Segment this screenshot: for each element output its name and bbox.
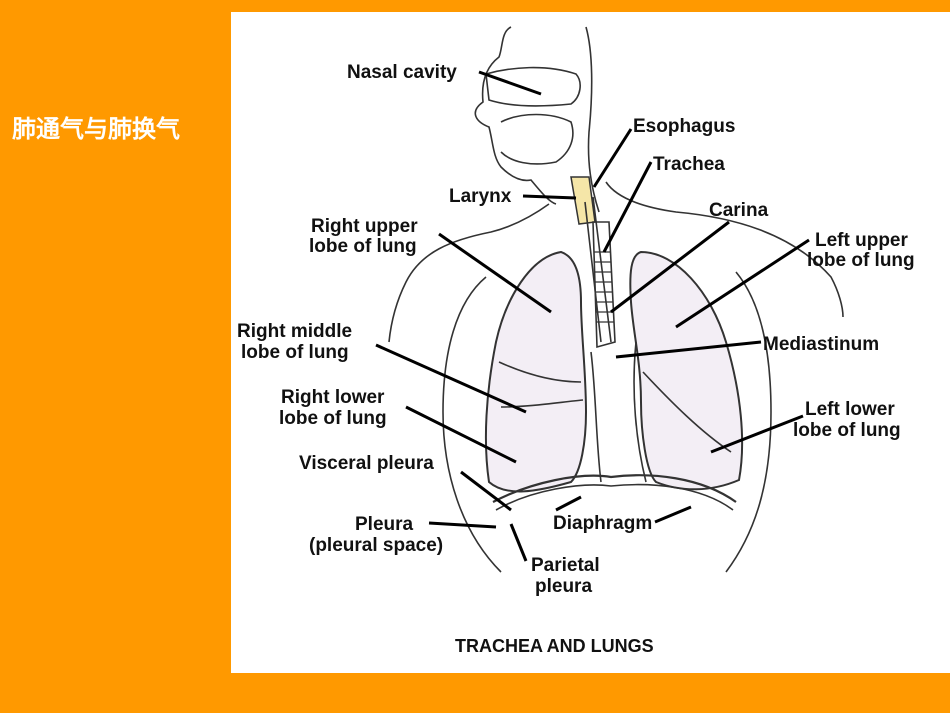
neck-left-outline bbox=[388, 203, 550, 343]
label-right-upper-line1: Right upper bbox=[311, 216, 418, 237]
mouth-shape bbox=[500, 113, 574, 165]
label-left-upper-line1: Left upper bbox=[815, 230, 908, 251]
label-larynx: Larynx bbox=[449, 186, 512, 207]
left-lung-fissure bbox=[642, 371, 732, 453]
label-nasal-cavity: Nasal cavity bbox=[347, 62, 457, 83]
neck-right-outline bbox=[605, 181, 844, 318]
leader-lines bbox=[375, 70, 810, 562]
right-lung-fissure-upper bbox=[498, 361, 582, 383]
diaphragm-shape bbox=[492, 474, 737, 503]
trachea-shape bbox=[592, 221, 616, 349]
right-lung-fissure-lower bbox=[500, 399, 584, 408]
label-right-middle-line1: Right middle bbox=[237, 321, 352, 342]
esophagus-shape bbox=[584, 196, 612, 343]
back-of-head bbox=[585, 26, 600, 213]
label-left-lower-line1: Left lower bbox=[805, 399, 895, 420]
label-visceral-pleura: Visceral pleura bbox=[299, 453, 434, 474]
mediastinum-shape bbox=[590, 341, 647, 483]
label-pleura-line1: Pleura bbox=[355, 514, 414, 535]
head-outline bbox=[474, 26, 557, 205]
anatomy-figure: Nasal cavity Esophagus Trachea Larynx Ca… bbox=[231, 12, 950, 673]
label-carina: Carina bbox=[709, 200, 769, 221]
ribcage-outline bbox=[442, 271, 772, 573]
label-right-upper-line2: lobe of lung bbox=[309, 236, 417, 257]
label-parietal-line1: Parietal bbox=[531, 555, 600, 576]
label-diaphragm: Diaphragm bbox=[553, 513, 652, 534]
label-left-upper-line2: lobe of lung bbox=[807, 250, 915, 271]
nasal-cavity-shape bbox=[485, 66, 581, 107]
label-esophagus: Esophagus bbox=[633, 116, 735, 137]
diagram-caption: TRACHEA AND LUNGS bbox=[455, 636, 654, 656]
slide-title: 肺通气与肺换气 bbox=[12, 115, 180, 143]
label-right-lower-line2: lobe of lung bbox=[279, 408, 387, 429]
label-mediastinum: Mediastinum bbox=[763, 334, 879, 355]
label-parietal-line2: pleura bbox=[535, 576, 592, 597]
trachea-lungs-diagram: Nasal cavity Esophagus Trachea Larynx Ca… bbox=[237, 26, 915, 656]
right-lung bbox=[484, 250, 588, 493]
diaphragm-shape-inner bbox=[495, 483, 734, 511]
label-right-lower-line1: Right lower bbox=[281, 387, 385, 408]
label-right-middle-line2: lobe of lung bbox=[241, 342, 349, 363]
label-left-lower-line2: lobe of lung bbox=[793, 420, 901, 441]
label-trachea: Trachea bbox=[653, 154, 725, 175]
label-pleura-line2: (pleural space) bbox=[309, 535, 443, 556]
left-lung bbox=[629, 250, 744, 491]
